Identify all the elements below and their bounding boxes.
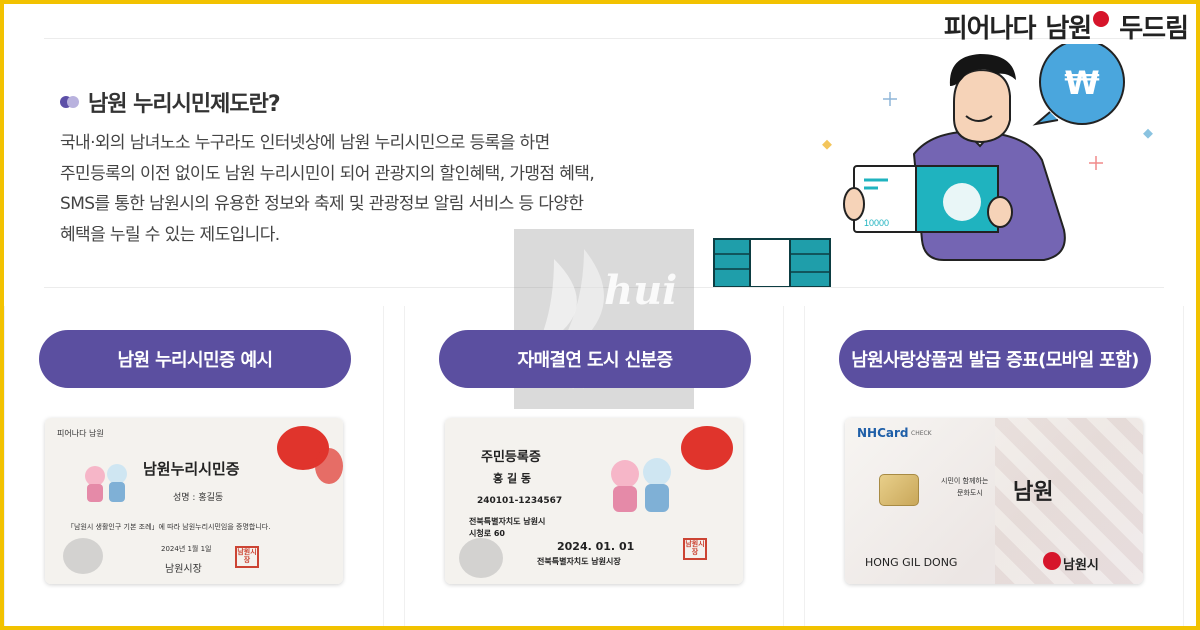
man-with-money-illustration: 10000 ₩ — [713, 44, 1153, 288]
card-brand: NHCard — [857, 426, 909, 440]
id-address-1: 전북특별자치도 남원시 — [469, 517, 546, 526]
flower-icon — [1093, 10, 1110, 27]
description-line: 혜택을 누릴 수 있는 제도입니다. — [60, 224, 280, 245]
card-3-button[interactable]: 남원사랑상품권 발급 증표(모바일 포함) — [839, 330, 1151, 388]
won-bubble-icon: ₩ — [1032, 44, 1125, 126]
citizen-card-image: 피어나다 남원 남원누리시민증 성명 : 홍길동 「남원시 생활인구 기본 조례… — [45, 418, 343, 584]
section-title: 남원 누리시민제도란? — [88, 92, 281, 117]
mid-divider — [44, 287, 1164, 288]
card-2-button[interactable]: 자매결연 도시 신분증 — [439, 330, 751, 388]
gift-card-image: NHCard CHECK 시민이 함께하는 문화도시 남원 HONG GIL D… — [845, 418, 1143, 584]
card-date: 2024년 1월 1일 — [161, 545, 212, 553]
sparkle-icon — [822, 92, 1153, 170]
card-city-big: 남원 — [1013, 480, 1054, 505]
top-divider — [44, 38, 1164, 39]
card-name-line: 성명 : 홍길동 — [173, 493, 224, 503]
card-slogan-2: 문화도시 — [957, 489, 983, 497]
id-address-2: 시청로 60 — [469, 529, 505, 538]
card-column-2: 자매결연 도시 신분증 주민등록증 홍 길 동 240101-1234567 전… — [404, 306, 784, 626]
bullet-dots-icon — [60, 95, 80, 109]
watermark-text: hui — [604, 267, 678, 314]
description-line: SMS를 통한 남원시의 유용한 정보와 축제 및 관광정보 알림 서비스 등 … — [60, 194, 584, 214]
won-symbol: ₩ — [1064, 64, 1099, 102]
card-1-button[interactable]: 남원 누리시민증 예시 — [39, 330, 351, 388]
card-column-3: 남원사랑상품권 발급 증표(모바일 포함) NHCard CHECK 시민이 함… — [804, 306, 1184, 626]
id-name: 홍 길 동 — [493, 472, 532, 485]
card-column-1: 남원 누리시민증 예시 피어나다 남원 남원누리시민증 성명 : 홍길동 「남원… — [4, 306, 384, 626]
description-line: 주민등록의 이전 없이도 남원 누리시민이 되어 관광지의 할인혜택, 가맹점 … — [60, 163, 595, 184]
card-slogan-1: 시민이 함께하는 — [941, 477, 989, 485]
card-logo-text: 피어나다 남원 — [57, 429, 104, 438]
card-title: 남원누리시민증 — [143, 460, 240, 478]
section-description: 국내·외의 남녀노소 누구라도 인터넷상에 남원 누리시민으로 등록을 하면 주… — [60, 128, 660, 250]
mascot-icon — [85, 464, 127, 502]
chip-icon — [879, 474, 919, 506]
bill-amount: 10000 — [864, 218, 889, 228]
city-logo-icon — [1043, 552, 1061, 570]
card-city-logo: 남원시 — [1063, 558, 1099, 573]
card-holder: HONG GIL DONG — [865, 556, 958, 569]
brand-text-2: 남원 — [1045, 14, 1092, 44]
id-number: 240101-1234567 — [477, 496, 563, 506]
id-card-image: 주민등록증 홍 길 동 240101-1234567 전북특별자치도 남원시 시… — [445, 418, 743, 584]
brand-text-3: 두드림 — [1119, 14, 1189, 44]
id-issuer: 전북특별자치도 남원시장 — [537, 557, 621, 566]
brand-text-1: 피어나다 — [943, 14, 1037, 44]
section-heading: 남원 누리시민제도란? — [60, 86, 281, 118]
money-bill-icon: 10000 — [853, 165, 999, 233]
brand-logo: 피어나다 남원 두드림 — [943, 8, 1189, 45]
id-title: 주민등록증 — [481, 450, 541, 465]
card-check: CHECK — [911, 430, 932, 437]
official-seal: 남원시장 — [235, 546, 259, 568]
card-note: 「남원시 생활인구 기본 조례」에 따라 남원누리시민임을 증명합니다. — [67, 523, 271, 531]
description-line: 국내·외의 남녀노소 누구라도 인터넷상에 남원 누리시민으로 등록을 하면 — [60, 133, 550, 153]
card-issuer: 남원시장 — [165, 564, 202, 575]
id-date: 2024. 01. 01 — [557, 540, 635, 553]
mascot-icon — [611, 458, 671, 512]
official-seal: 남원시장 — [683, 538, 707, 560]
books-icon — [713, 238, 831, 288]
poppy-flower-icon — [681, 426, 733, 470]
